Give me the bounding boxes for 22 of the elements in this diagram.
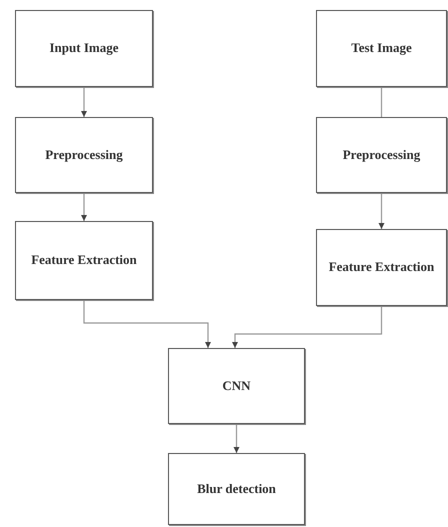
arrow [234, 424, 240, 453]
process-box [15, 117, 153, 193]
arrow [81, 193, 87, 221]
box-label: Input Image [48, 40, 120, 57]
process-box [168, 348, 305, 424]
box-label: CNN [221, 378, 252, 394]
process-box [316, 229, 447, 306]
arrow [81, 87, 87, 117]
box-label: Feature Extraction [30, 252, 138, 269]
process-box [15, 10, 153, 87]
arrow [378, 193, 384, 229]
process-box [168, 453, 305, 525]
box-label: Preprocessing [44, 146, 124, 164]
process-box [316, 117, 447, 193]
process-box [316, 10, 447, 87]
arrow [83, 300, 211, 348]
box-label: Test Image [350, 40, 413, 57]
box-label: Blur detection [196, 480, 277, 498]
box-label: Feature Extraction [328, 259, 436, 276]
process-box [15, 221, 153, 300]
arrow [232, 306, 382, 348]
box-label: Preprocessing [342, 146, 422, 164]
